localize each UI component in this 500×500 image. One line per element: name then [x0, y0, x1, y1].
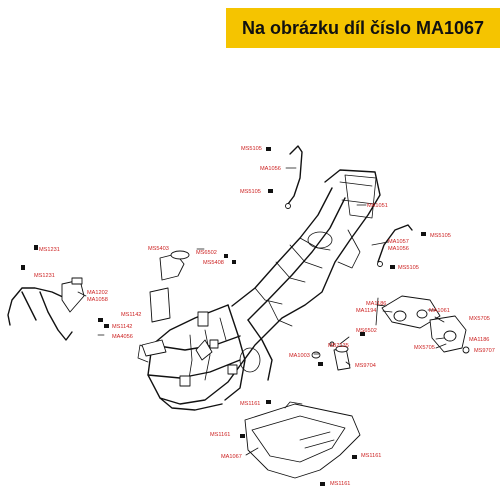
label-ma1057: MA1057 — [388, 239, 409, 245]
label-ms5105-d: MS5105 — [398, 265, 419, 271]
title-banner: Na obrázku díl číslo MA1067 — [226, 8, 500, 48]
label-ms6502-b: MS6502 — [356, 328, 377, 334]
label-mx5705-a: MX5705 — [469, 316, 490, 322]
label-ms5105-a: MS5105 — [241, 146, 262, 152]
leader-lines — [77, 167, 447, 456]
label-ma1056-a: MA1056 — [260, 166, 281, 172]
left-stand-part — [7, 277, 85, 341]
label-ma1061: MA1061 — [429, 308, 450, 314]
label-ma1194: MA1194 — [356, 308, 376, 314]
banner-title: Na obrázku díl číslo MA1067 — [241, 17, 485, 38]
label-ms5408: MS5408 — [203, 260, 224, 266]
label-ms1231-b: MS1231 — [34, 273, 55, 279]
right-handle-part — [377, 224, 413, 267]
label-ma1186-b: MA1186 — [469, 337, 489, 343]
label-ms5105-b: MS5105 — [240, 189, 261, 195]
label-ma4056: MA4056 — [112, 334, 133, 340]
fasteners — [21, 147, 426, 486]
label-ms9707: MS9707 — [474, 348, 495, 354]
label-ma1056-b: MA1056 — [388, 246, 409, 252]
bottom-tray-part — [244, 401, 361, 479]
label-ms1161-c: MS1161 — [361, 453, 381, 459]
label-ma1051: MA1051 — [367, 203, 388, 209]
part-labels: MS5105 MA1056 MS5105 MA1051 MS5105 MA105… — [34, 146, 495, 487]
label-ma1186-a: MA1186 — [366, 301, 386, 307]
label-ms1161-d: MS1161 — [330, 481, 350, 487]
label-mb2135: MB2135 — [328, 343, 349, 349]
label-ms1161-a: MS1161 — [240, 401, 260, 407]
label-ma1058: MA1058 — [87, 297, 108, 303]
main-frame — [137, 169, 381, 411]
label-ms1142-a: MS1142 — [121, 312, 141, 318]
label-ms6502-a: MS6502 — [196, 250, 217, 256]
label-ma1202: MA1202 — [87, 290, 108, 296]
label-ms1231-a: MS1231 — [39, 247, 60, 253]
label-ma1003: MA1003 — [289, 353, 310, 359]
label-ms5403: MS5403 — [148, 246, 169, 252]
label-ms5105-c: MS5105 — [430, 233, 451, 239]
label-ma1067: MA1067 — [221, 454, 242, 460]
label-ms1142-b: MS1142 — [112, 324, 132, 330]
handle-bar-part — [285, 145, 303, 209]
center-bracket-part — [141, 250, 213, 361]
label-mx5705-b: MX5705 — [414, 345, 435, 351]
label-ms9704: MS9704 — [355, 363, 376, 369]
engine-mount-part — [375, 295, 470, 354]
shock-part — [311, 341, 351, 371]
label-ms1161-b: MS1161 — [210, 432, 230, 438]
